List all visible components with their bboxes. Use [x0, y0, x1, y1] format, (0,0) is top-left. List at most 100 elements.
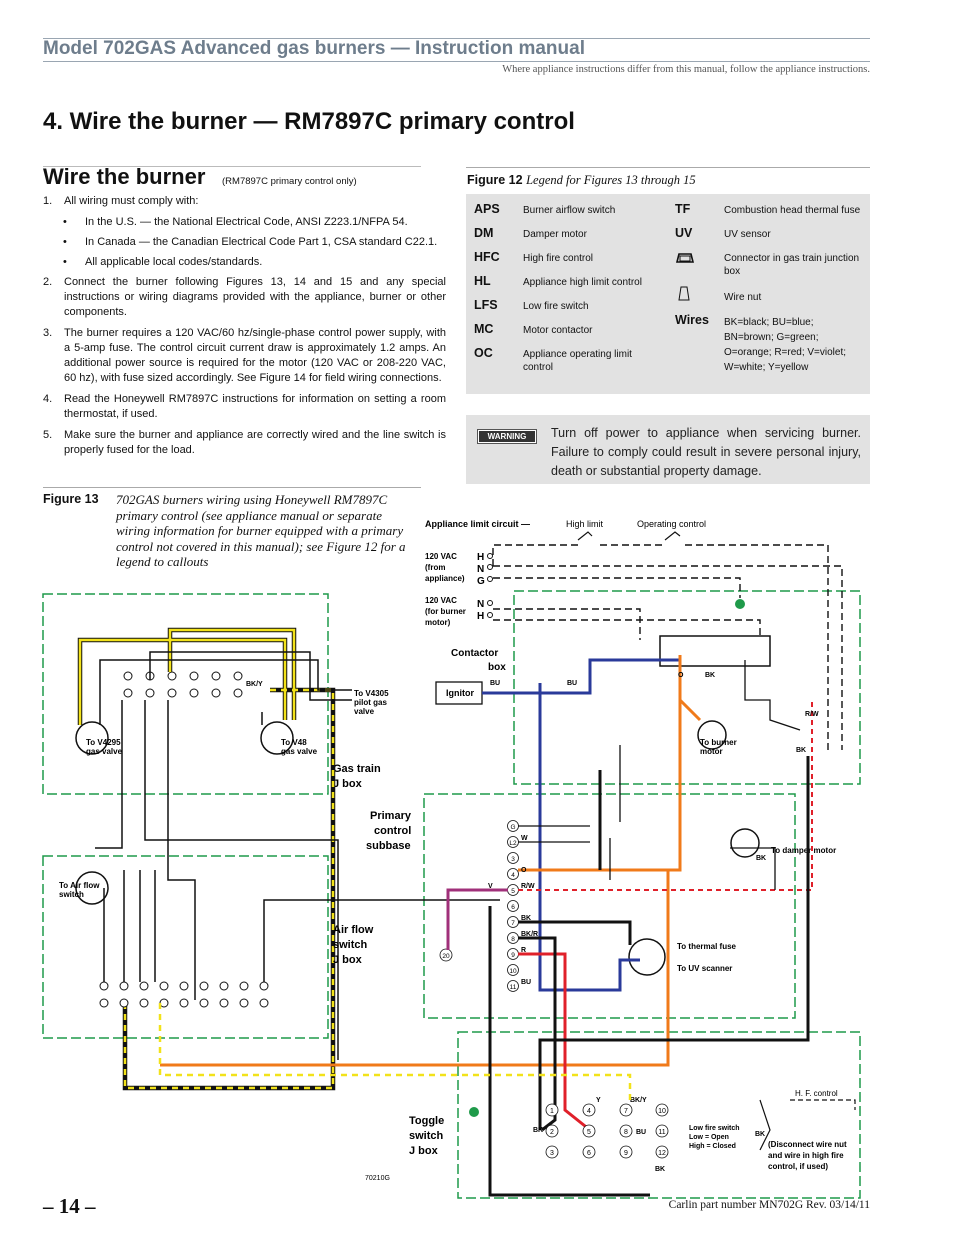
wire-label: BK: [755, 1131, 765, 1138]
terminal-label: 10: [509, 968, 517, 975]
appliance-limit-label: Appliance limit circuit —: [425, 519, 530, 529]
primary-label-3: subbase: [366, 840, 411, 852]
high-limit-label: High limit: [566, 519, 604, 529]
low-fire-3: High = Closed: [689, 1143, 736, 1150]
terminal-label: 8: [511, 936, 515, 943]
subbase-box: [423, 793, 796, 1019]
terminal-g: G: [477, 576, 485, 587]
damper-motor-icon: [730, 828, 760, 858]
section-title: 4. Wire the burner — RM7897C primary con…: [43, 108, 575, 135]
list-item: 1.All wiring must comply with:: [43, 195, 199, 207]
operating-control-label: Operating control: [637, 519, 706, 529]
disconnect-2: and wire in high fire: [768, 1151, 844, 1160]
legend-entry: DM: [474, 226, 494, 240]
terminal-label: 4: [587, 1108, 591, 1115]
blue-wire-2: [538, 683, 640, 992]
air-flow-box: [42, 855, 329, 1039]
wire-label: O: [521, 867, 527, 874]
list-item: 3.The burner requires a 120 VAC/60 hz/si…: [43, 327, 446, 384]
to-v4295-1: To V4295: [86, 738, 121, 747]
terminal-motor-h: H: [477, 611, 484, 622]
terminal-label: 7: [511, 920, 515, 927]
primary-label-1: Primary: [370, 810, 412, 822]
legend-desc: High fire control: [523, 253, 594, 264]
wire-label: BK: [705, 672, 715, 679]
wire-label: R/W: [521, 883, 535, 890]
red-wire: [518, 952, 591, 1132]
legend-entry: Wires: [675, 313, 709, 327]
terminal-h: H: [477, 552, 484, 563]
to-v4305-3: valve: [354, 707, 375, 716]
wire-label: V: [488, 883, 493, 890]
wire-label: R: [521, 947, 526, 954]
drawing-number: 70210G: [365, 1175, 390, 1182]
list-item: 2.Connect the burner following Figures 1…: [43, 276, 446, 318]
warning-badge: WARNING: [477, 429, 537, 444]
legend-desc: Motor contactor: [523, 325, 593, 336]
wire-burner-title: Wire the burner: [43, 164, 206, 189]
toggle-label-2: switch: [409, 1130, 444, 1142]
high-limit-switch-icon: [577, 531, 593, 541]
vac-appliance-3: appliance): [425, 574, 465, 583]
v4295-valve-icon: [75, 721, 109, 755]
contactor: [659, 635, 771, 667]
vac-motor-1: 120 VAC: [425, 596, 457, 605]
legend-entry: UV: [675, 226, 693, 240]
wire-label: BK: [533, 1127, 543, 1134]
terminal-n: N: [477, 564, 484, 575]
vac-appliance-1: 120 VAC: [425, 552, 457, 561]
terminal-label: 6: [511, 904, 515, 911]
terminal-label: 9: [624, 1150, 628, 1157]
gas-train-box: [42, 593, 329, 795]
legend-desc: Wire nut: [724, 292, 762, 303]
to-burner-motor-2: motor: [700, 747, 723, 756]
toggle-box: [457, 1031, 861, 1199]
gas-train-terminals: [123, 671, 243, 698]
terminal-label: 2: [550, 1129, 554, 1136]
to-air-flow-2: switch: [59, 890, 84, 899]
figure12-rule: [466, 167, 870, 168]
to-thermal-fuse: To thermal fuse: [677, 942, 737, 951]
air-flow-switch-icon: [75, 871, 109, 905]
page-number: – 14 –: [43, 1194, 96, 1218]
header-bottom-rule: [43, 61, 870, 62]
terminal-label: 3: [511, 856, 515, 863]
red-white-wire: [518, 700, 813, 891]
list-item: 4.Read the Honeywell RM7897C instruction…: [43, 393, 446, 420]
terminal-label: G: [510, 824, 515, 831]
hf-control-label: H. F. control: [795, 1089, 838, 1098]
ground-icon: [469, 1107, 479, 1117]
terminal-label: 10: [658, 1108, 666, 1115]
legend-desc: Burner airflow switch: [523, 205, 616, 216]
low-fire-1: Low fire switch: [689, 1125, 740, 1132]
wire-nut-icon: [678, 286, 690, 301]
terminal-label: 11: [658, 1129, 665, 1136]
terminal-label: 1: [550, 1108, 554, 1115]
connector-icon: [676, 253, 694, 263]
wire-label: BU: [521, 979, 531, 986]
violet-wire: [446, 888, 508, 950]
air-flow-jbox-3: J box: [333, 954, 363, 966]
v48-valve-icon: [260, 721, 294, 755]
junction-boxes: [42, 590, 861, 1199]
terminal-label: 5: [511, 888, 515, 895]
wire-label: BK/R: [521, 931, 538, 938]
to-v4305-2: pilot gas: [354, 698, 387, 707]
air-flow-jbox-1: Air flow: [333, 924, 374, 936]
legend-entry: OC: [474, 346, 493, 360]
air-flow-jbox-2: switch: [333, 939, 368, 951]
terminal-label: 20: [442, 953, 450, 960]
legend-desc: Low fire switch: [523, 301, 589, 312]
wire-label: R/W: [805, 711, 819, 718]
gas-train-label-1: Gas train: [333, 763, 381, 775]
wire-label: BU: [636, 1129, 646, 1136]
orange-wire-2: [160, 870, 670, 1067]
instruction-list: 1.All wiring must comply with: •In the U…: [43, 194, 446, 464]
wire-label: BK: [756, 855, 766, 862]
legend-desc: UV sensor: [724, 229, 771, 240]
terminal-label: 3: [550, 1150, 554, 1157]
terminal-label: 5: [587, 1129, 591, 1136]
vac-appliance-2: (from: [425, 563, 445, 572]
legend-entry: HL: [474, 274, 491, 288]
